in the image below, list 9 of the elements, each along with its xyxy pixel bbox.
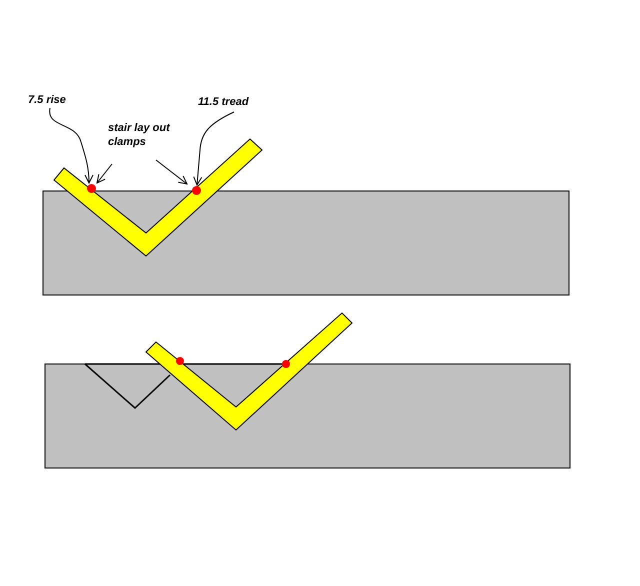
- clamp-dot: [192, 186, 201, 195]
- leader-arrow: [96, 164, 112, 184]
- leader-arrow: [156, 160, 188, 184]
- callout-label: 7.5 rise: [28, 93, 88, 107]
- leader-arrow: [49, 108, 94, 184]
- callout-label: 11.5 tread: [198, 95, 268, 109]
- clamp-dot: [87, 184, 96, 193]
- leader-arrow: [193, 112, 234, 186]
- callout-label: stair lay out clamps: [108, 121, 186, 149]
